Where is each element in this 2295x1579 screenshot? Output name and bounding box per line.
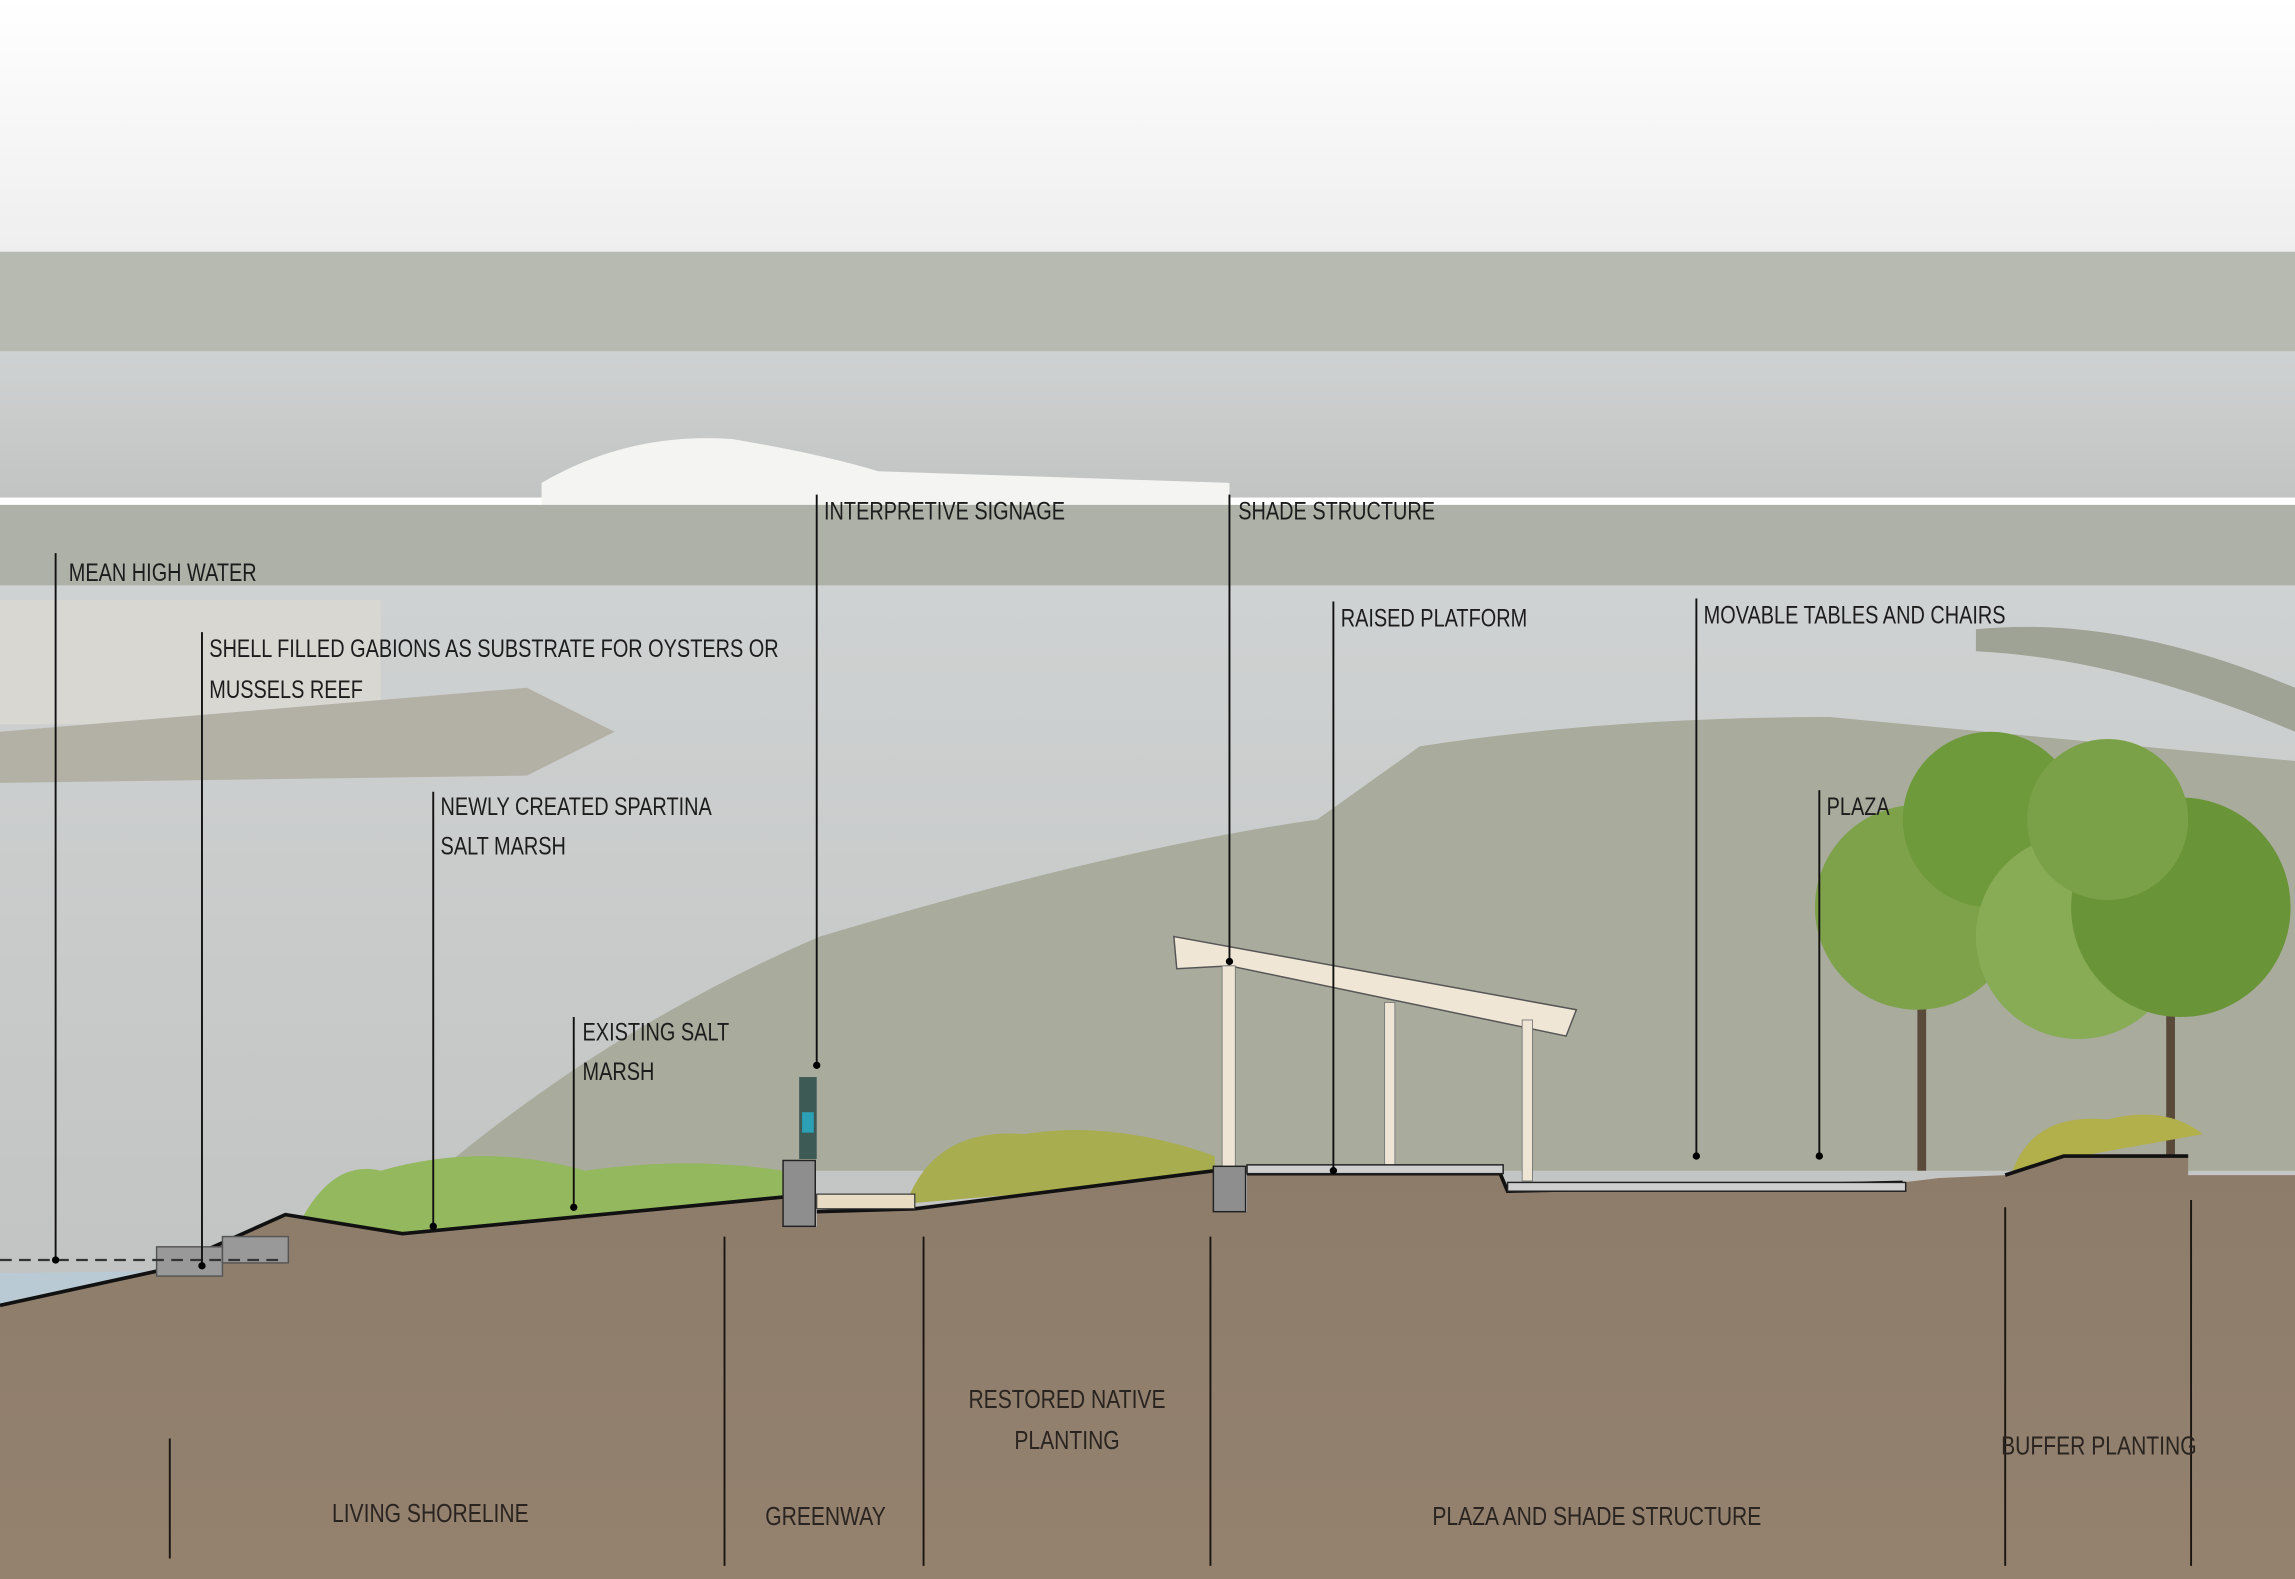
wall-left bbox=[782, 1159, 816, 1228]
label-gabions-1: SHELL FILLED GABIONS AS SUBSTRATE FOR OY… bbox=[209, 635, 778, 663]
label-existing-marsh-1: EXISTING SALT bbox=[583, 1018, 730, 1046]
gabion-1 bbox=[155, 1246, 224, 1277]
zone-restored-2: PLANTING bbox=[1014, 1426, 1119, 1456]
zone-restored-1: RESTORED NATIVE bbox=[968, 1385, 1165, 1415]
label-gabions-2: MUSSELS REEF bbox=[209, 676, 363, 704]
wall-mid bbox=[1212, 1165, 1247, 1213]
zone-living-shoreline: LIVING SHORELINE bbox=[332, 1499, 529, 1529]
interpretive-sign bbox=[799, 1077, 817, 1160]
label-signage: INTERPRETIVE SIGNAGE bbox=[824, 497, 1065, 525]
zone-buffer: BUFFER PLANTING bbox=[2001, 1431, 2196, 1461]
plantings bbox=[285, 1114, 2203, 1256]
background-landscape bbox=[0, 0, 2295, 1288]
label-plaza: PLAZA bbox=[1827, 793, 1890, 821]
gabion-2 bbox=[221, 1235, 290, 1264]
water-edge bbox=[0, 1270, 220, 1306]
label-mean-high-water: MEAN HIGH WATER bbox=[69, 559, 257, 587]
zone-plaza-shade: PLAZA AND SHADE STRUCTURE bbox=[1432, 1502, 1761, 1532]
label-existing-marsh-2: MARSH bbox=[583, 1058, 655, 1086]
label-spartina-2: SALT MARSH bbox=[441, 833, 566, 861]
bench bbox=[816, 1193, 916, 1210]
shade-structure bbox=[1173, 935, 1578, 1182]
label-tables-chairs: MOVABLE TABLES AND CHAIRS bbox=[1704, 601, 2006, 629]
plaza-paving bbox=[1506, 1181, 1907, 1192]
zone-greenway: GREENWAY bbox=[765, 1502, 886, 1532]
trees bbox=[1814, 731, 2291, 1171]
platform-deck bbox=[1246, 1164, 1504, 1175]
callout-leaders bbox=[51, 494, 1823, 1270]
label-spartina-1: NEWLY CREATED SPARTINA bbox=[441, 793, 712, 821]
zone-dividers bbox=[168, 1199, 2193, 1566]
label-raised-platform: RAISED PLATFORM bbox=[1341, 604, 1527, 632]
soil-section bbox=[0, 1156, 2295, 1579]
label-shade-structure: SHADE STRUCTURE bbox=[1238, 497, 1435, 525]
